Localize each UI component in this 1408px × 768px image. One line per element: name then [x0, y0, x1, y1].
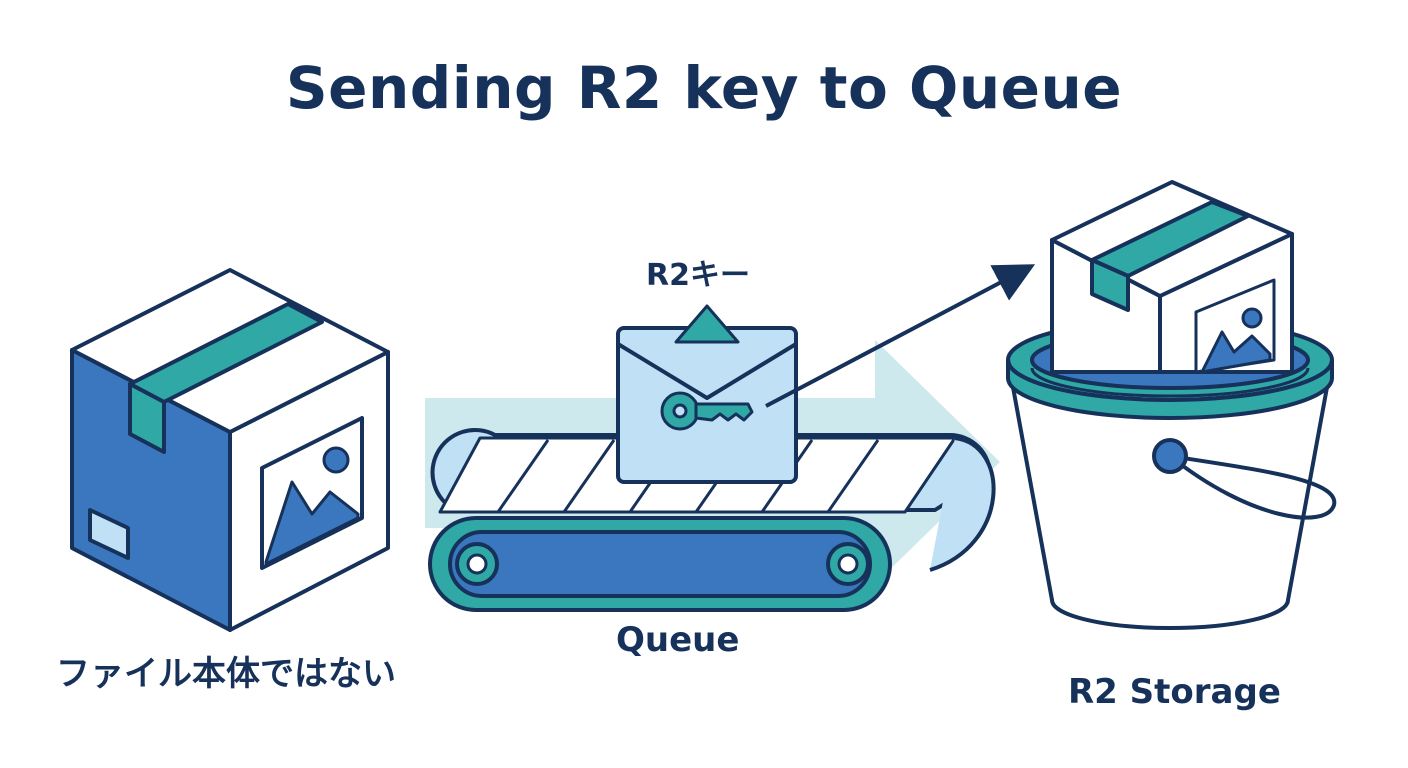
stored-box-icon: [1050, 180, 1294, 374]
envelope-icon: [616, 304, 798, 484]
file-box-icon: [70, 268, 390, 632]
storage-label: R2 Storage: [1068, 672, 1281, 712]
image-icon: [260, 416, 364, 570]
arrow-to-storage: [765, 264, 1036, 408]
bucket-handle-icon: [1152, 438, 1337, 520]
queue-label: Queue: [616, 620, 740, 660]
stored-image-icon: [1194, 278, 1276, 374]
diagram-title: Sending R2 key to Queue: [285, 54, 1123, 122]
bucket-rim: [1006, 359, 1334, 420]
file-label: ファイル本体ではない: [56, 654, 396, 694]
key-icon: [660, 391, 754, 431]
key-label: R2キー: [646, 258, 750, 293]
